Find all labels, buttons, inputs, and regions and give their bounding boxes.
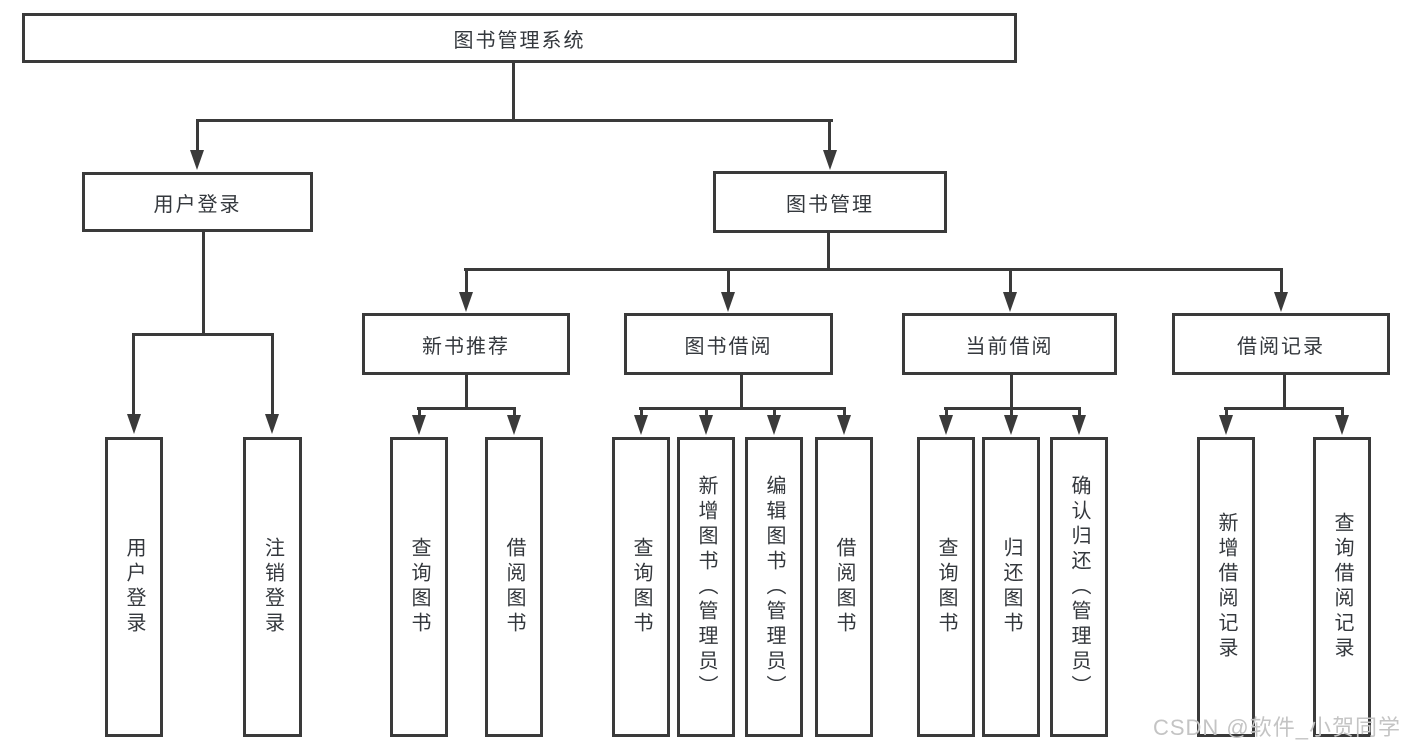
- connector-current-drop-2: [1010, 407, 1013, 417]
- connector-current-drop-1: [945, 407, 948, 417]
- leaf-add-borrow-record: 新增借阅记录: [1197, 437, 1255, 737]
- leaf-borrow-books: 借阅图书: [815, 437, 873, 737]
- connector-mgmt-drop-4: [1280, 268, 1283, 293]
- arrowhead-down-icon: [459, 292, 473, 312]
- connector-records-stem: [1283, 375, 1286, 409]
- connector-mgmt-rail: [464, 268, 1283, 271]
- arrowhead-down-icon: [699, 415, 713, 435]
- connector-borrow-drop-4: [843, 407, 846, 417]
- arrowhead-down-icon: [939, 415, 953, 435]
- arrowhead-down-icon: [507, 415, 521, 435]
- connector-current-drop-3: [1078, 407, 1081, 417]
- connector-user-drop-left: [132, 333, 135, 415]
- leaf-logout: 注销登录: [243, 437, 302, 737]
- connector-root-rail: [196, 119, 833, 122]
- connector-rec-rail: [417, 407, 516, 410]
- connector-rec-stem: [465, 375, 468, 409]
- arrowhead-down-icon: [1335, 415, 1349, 435]
- node-current-borrowing: 当前借阅: [902, 313, 1117, 375]
- node-borrowing-records: 借阅记录: [1172, 313, 1390, 375]
- connector-records-rail: [1224, 407, 1344, 410]
- arrowhead-down-icon: [634, 415, 648, 435]
- leaf-edit-books-admin: 编辑图书（管理员）: [745, 437, 803, 737]
- connector-root-stem: [512, 61, 515, 121]
- connector-mgmt-drop-1: [465, 268, 468, 293]
- connector-current-stem: [1010, 375, 1013, 409]
- connector-root-drop-left: [196, 119, 199, 152]
- arrowhead-down-icon: [1219, 415, 1233, 435]
- connector-root-drop-right: [828, 119, 831, 152]
- connector-user-stem: [202, 232, 205, 335]
- arrowhead-down-icon: [1004, 415, 1018, 435]
- leaf-query-books-current: 查询图书: [917, 437, 975, 737]
- arrowhead-down-icon: [190, 150, 204, 170]
- arrowhead-down-icon: [837, 415, 851, 435]
- arrowhead-down-icon: [1274, 292, 1288, 312]
- connector-rec-drop-2: [513, 407, 516, 417]
- node-root: 图书管理系统: [22, 13, 1017, 63]
- connector-borrow-drop-3: [773, 407, 776, 417]
- connector-mgmt-drop-3: [1009, 268, 1012, 293]
- leaf-return-books: 归还图书: [982, 437, 1040, 737]
- connector-borrow-drop-1: [640, 407, 643, 417]
- node-book-borrowing: 图书借阅: [624, 313, 833, 375]
- node-user-login: 用户登录: [82, 172, 313, 232]
- connector-records-drop-1: [1225, 407, 1228, 417]
- connector-user-rail: [132, 333, 274, 336]
- connector-rec-drop-1: [418, 407, 421, 417]
- arrowhead-down-icon: [721, 292, 735, 312]
- leaf-user-login: 用户登录: [105, 437, 163, 737]
- csdn-watermark: CSDN @软件_小贺同学: [1152, 715, 1401, 740]
- node-book-management: 图书管理: [713, 171, 947, 233]
- arrowhead-down-icon: [265, 414, 279, 434]
- arrowhead-down-icon: [412, 415, 426, 435]
- connector-borrow-stem: [740, 375, 743, 409]
- leaf-query-books-recommend: 查询图书: [390, 437, 448, 737]
- connector-mgmt-drop-2: [727, 268, 730, 293]
- leaf-query-borrow-record: 查询借阅记录: [1313, 437, 1371, 737]
- connector-records-drop-2: [1341, 407, 1344, 417]
- leaf-query-books-borrow: 查询图书: [612, 437, 670, 737]
- arrowhead-down-icon: [767, 415, 781, 435]
- node-new-book-recommend: 新书推荐: [362, 313, 570, 375]
- arrowhead-down-icon: [1072, 415, 1086, 435]
- leaf-confirm-return-admin: 确认归还（管理员）: [1050, 437, 1108, 737]
- arrowhead-down-icon: [127, 414, 141, 434]
- arrowhead-down-icon: [1003, 292, 1017, 312]
- leaf-borrow-books-recommend: 借阅图书: [485, 437, 543, 737]
- connector-mgmt-stem: [827, 233, 830, 270]
- connector-borrow-drop-2: [705, 407, 708, 417]
- connector-borrow-rail: [639, 407, 846, 410]
- arrowhead-down-icon: [823, 150, 837, 170]
- connector-user-drop-right: [271, 333, 274, 415]
- leaf-add-books-admin: 新增图书（管理员）: [677, 437, 735, 737]
